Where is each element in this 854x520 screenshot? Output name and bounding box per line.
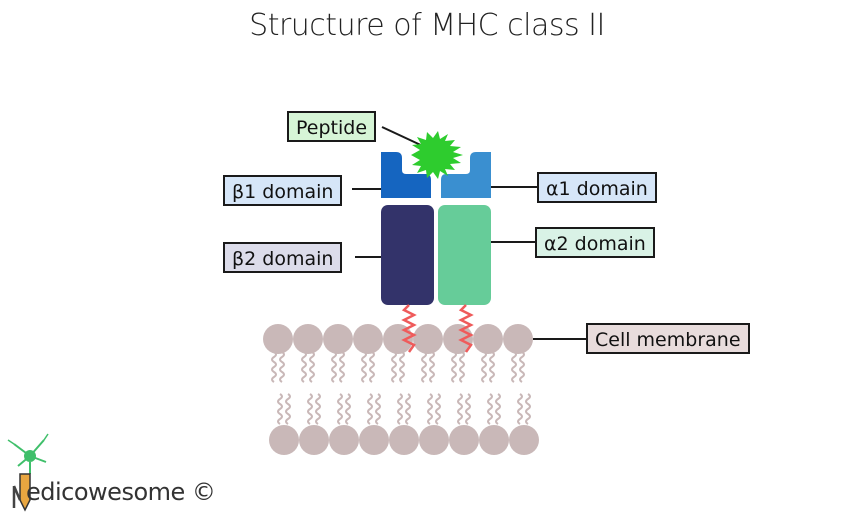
alpha2-domain-label: α2 domain [535, 227, 655, 258]
lipid-head-lower [389, 425, 419, 455]
beta-transmembrane-anchor [401, 304, 417, 353]
lipid-tail-upper [429, 351, 435, 383]
lipid-tail-lower [435, 393, 441, 425]
lipid-tail-upper [271, 351, 277, 383]
lipid-head-upper [293, 324, 323, 354]
lipid-tail-lower [495, 393, 501, 425]
lipid-head-upper [473, 324, 503, 354]
lipid-tail-lower [465, 393, 471, 425]
beta2-domain [381, 205, 434, 305]
lipid-tail-upper [489, 351, 495, 383]
lipid-head-upper [263, 324, 293, 354]
lipid-tail-lower [315, 393, 321, 425]
lipid-tail-upper [399, 351, 405, 383]
lipid-tail-lower [487, 393, 493, 425]
lipid-head-upper [503, 324, 533, 354]
lipid-head-lower [449, 425, 479, 455]
lipid-tail-lower [307, 393, 313, 425]
lipid-tail-lower [375, 393, 381, 425]
neuron-logo-icon [7, 433, 49, 512]
alpha2-domain [438, 205, 491, 305]
lipid-tail-lower [525, 393, 531, 425]
lipid-tail-lower [427, 393, 433, 425]
lipid-tail-upper [391, 351, 397, 383]
lipid-tail-lower [405, 393, 411, 425]
lipid-tail-upper [301, 351, 307, 383]
lipid-tail-lower [345, 393, 351, 425]
lipid-tail-lower [367, 393, 373, 425]
alpha1-domain-label: α1 domain [537, 172, 657, 203]
logo-text: edicowesome © [26, 478, 216, 506]
beta1-domain-label: β1 domain [223, 175, 343, 206]
lipid-tail-lower [457, 393, 463, 425]
lipid-tail-upper [331, 351, 337, 383]
lipid-head-lower [329, 425, 359, 455]
lipid-tail-upper [369, 351, 375, 383]
beta2-domain-label: β2 domain [223, 242, 343, 273]
diagram-title: Structure of MHC class II [249, 8, 605, 43]
peptide-leader-line [381, 126, 426, 148]
lipid-tail-upper [519, 351, 525, 383]
lipid-tail-lower [337, 393, 343, 425]
lipid-tail-lower [397, 393, 403, 425]
lipid-head-upper [353, 324, 383, 354]
alpha-transmembrane-anchor [458, 304, 474, 353]
cell-membrane [263, 324, 539, 455]
lipid-head-upper [413, 324, 443, 354]
lipid-head-lower [509, 425, 539, 455]
lipid-head-lower [299, 425, 329, 455]
lipid-tail-upper [339, 351, 345, 383]
lipid-head-lower [359, 425, 389, 455]
lipid-tail-upper [451, 351, 457, 383]
peptide-label: Peptide [287, 111, 377, 142]
lipid-tail-upper [279, 351, 285, 383]
alpha1-domain [441, 152, 491, 198]
lipid-head-lower [269, 425, 299, 455]
beta1-domain [381, 152, 431, 198]
lipid-tail-lower [517, 393, 523, 425]
lipid-tail-lower [277, 393, 283, 425]
lipid-tail-upper [361, 351, 367, 383]
peptide [411, 131, 463, 179]
lipid-tail-upper [309, 351, 315, 383]
lipid-head-lower [419, 425, 449, 455]
lipid-tail-upper [511, 351, 517, 383]
lipid-head-upper [323, 324, 353, 354]
lipid-tail-upper [459, 351, 465, 383]
lipid-tail-lower [285, 393, 291, 425]
lipid-tail-upper [421, 351, 427, 383]
cell-membrane-label: Cell membrane [586, 323, 750, 354]
lipid-head-lower [479, 425, 509, 455]
lipid-tail-upper [481, 351, 487, 383]
